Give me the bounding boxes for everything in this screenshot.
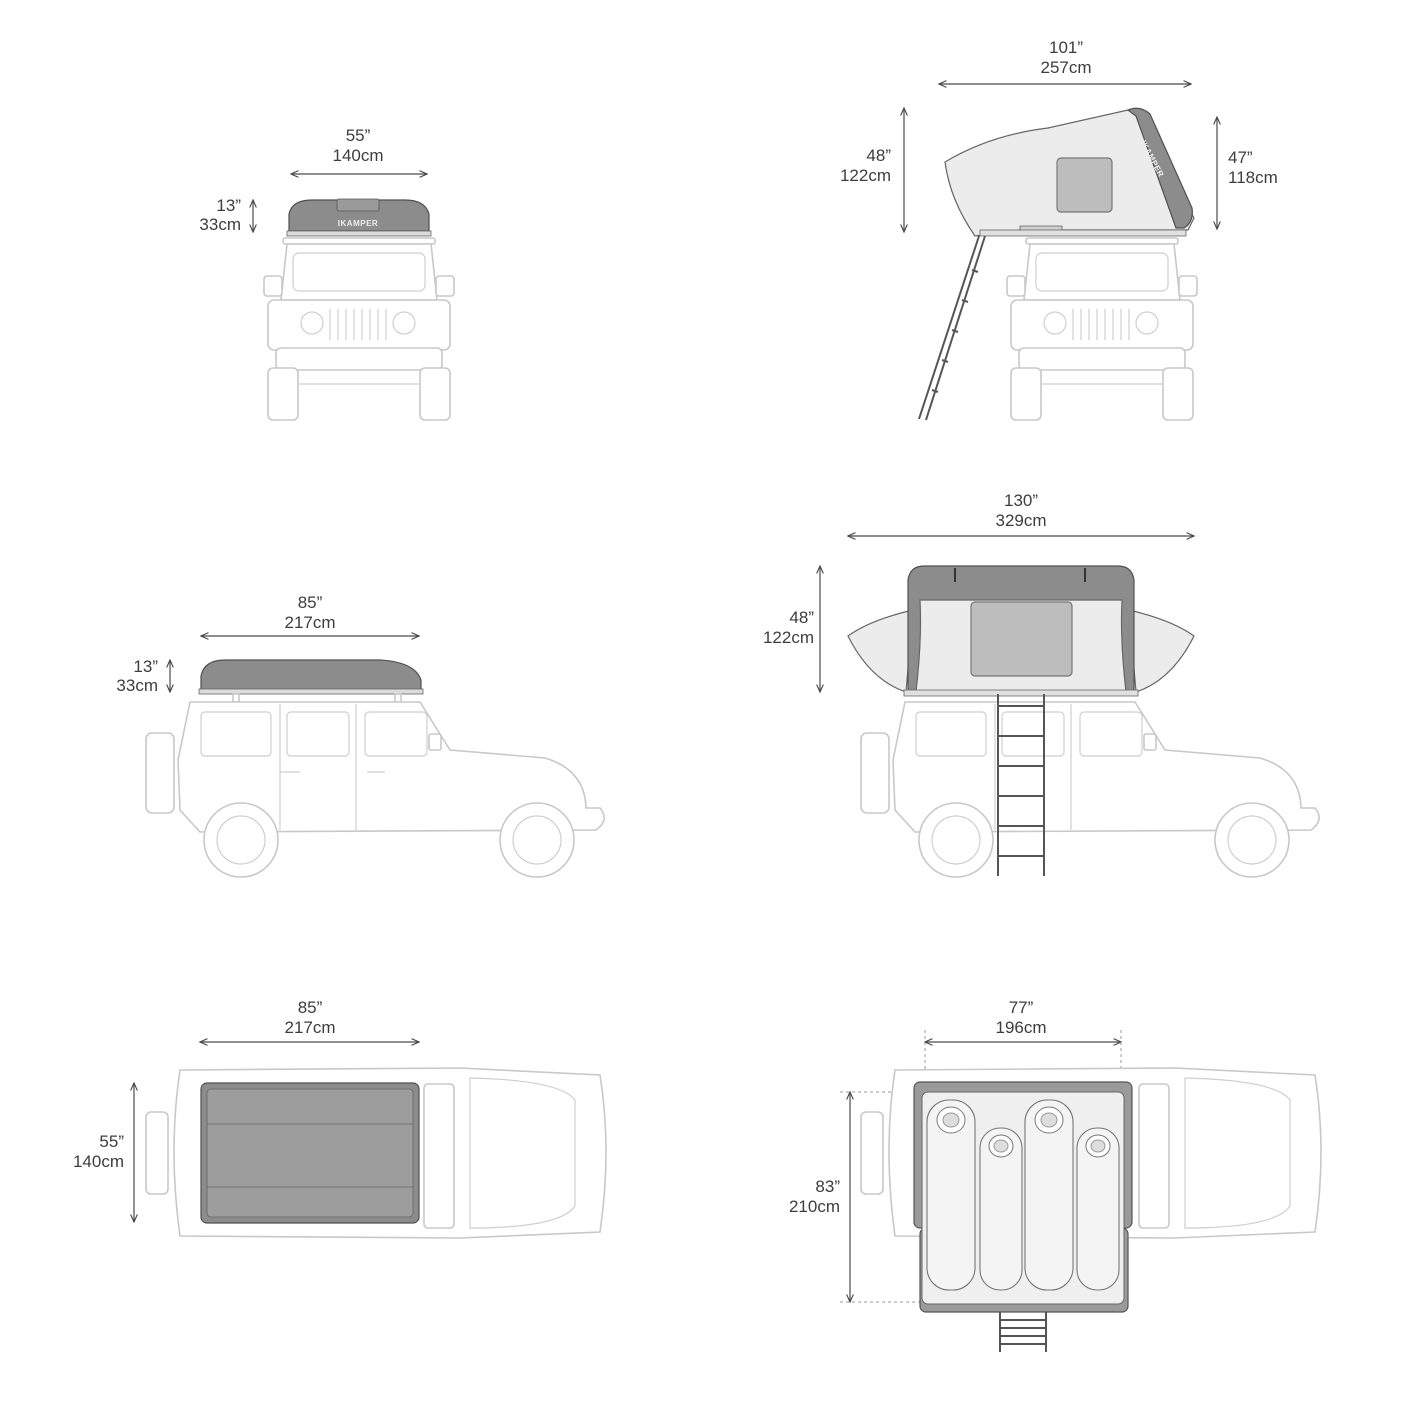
height-cm-label: 33cm (116, 676, 158, 695)
height-inches-label: 13” (133, 657, 158, 676)
width-cm-label: 140cm (332, 146, 383, 165)
sleeping-bag-child (979, 1127, 1023, 1291)
height-cm-label: 122cm (763, 628, 814, 647)
width-cm-label: 140cm (73, 1152, 124, 1171)
length-cm-label: 210cm (789, 1197, 840, 1216)
length-cm-label: 329cm (995, 511, 1046, 530)
panel-front-open: 101” 257cm 48” 122cm 47” 118cm IKAMPER (840, 38, 1278, 421)
panel-side-closed: 85” 217cm 13” 33cm (116, 593, 605, 878)
sleeping-bag-child (1076, 1127, 1120, 1291)
ladder (997, 694, 1045, 876)
left-height-cm-label: 122cm (840, 166, 891, 185)
width-inches-label: 77” (1009, 998, 1034, 1017)
tent-closed-front: IKAMPER (286, 198, 432, 237)
ladder (999, 1312, 1047, 1352)
right-height-inches-label: 47” (1228, 148, 1253, 167)
length-inches-label: 85” (298, 998, 323, 1017)
width-cm-label: 257cm (1040, 58, 1091, 77)
right-height-cm-label: 118cm (1228, 168, 1278, 187)
tent-open-side (847, 565, 1195, 697)
length-inches-label: 83” (815, 1177, 840, 1196)
panel-front-closed: 55” 140cm 13” 33cm IKAMPER (199, 126, 455, 421)
left-height-inches-label: 48” (866, 146, 891, 165)
panel-top-open: 77” 196cm 83” 210cm (789, 998, 1322, 1352)
panel-top-closed: 85” 217cm 55” 140cm (73, 998, 607, 1239)
panel-side-open: 130” 329cm 48” 122cm (763, 491, 1320, 878)
vehicle-side-view (145, 693, 605, 878)
tent-open-front: IKAMPER (944, 107, 1195, 237)
width-inches-label: 55” (346, 126, 371, 145)
width-inches-label: 101” (1049, 38, 1083, 57)
height-cm-label: 33cm (199, 215, 241, 234)
ladder (918, 235, 986, 421)
sleeping-bag-adult (1024, 1099, 1074, 1291)
brand-logo: IKAMPER (338, 219, 378, 228)
vehicle-side-view (860, 701, 1320, 878)
sleeping-bag-adult (926, 1099, 976, 1291)
length-inches-label: 130” (1004, 491, 1038, 510)
height-inches-label: 13” (216, 196, 241, 215)
length-cm-label: 217cm (284, 613, 335, 632)
height-inches-label: 48” (789, 608, 814, 627)
width-cm-label: 196cm (995, 1018, 1046, 1037)
length-inches-label: 85” (298, 593, 323, 612)
vehicle-front-view (1006, 237, 1198, 421)
sleeping-bags (926, 1099, 1120, 1291)
length-cm-label: 217cm (284, 1018, 335, 1037)
vehicle-front-view (263, 237, 455, 421)
tent-closed-side (198, 659, 424, 695)
width-inches-label: 55” (99, 1132, 124, 1151)
tent-closed-top (200, 1082, 420, 1224)
